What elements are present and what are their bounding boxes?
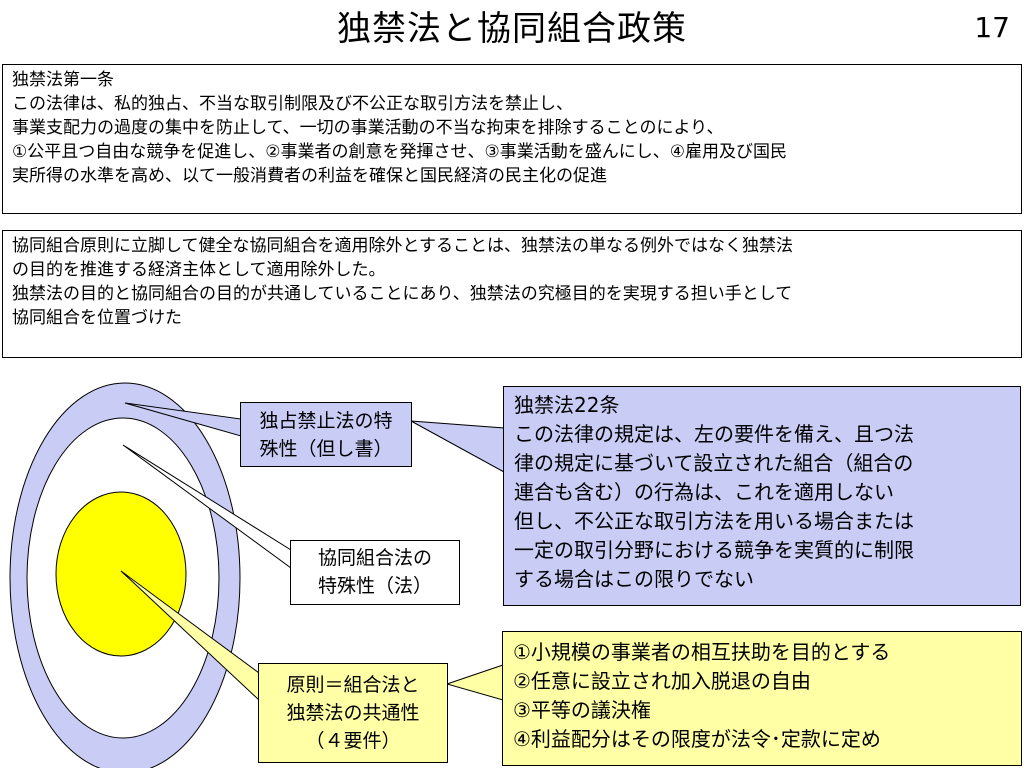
- article22-line: 但し、不公正な取引方法を用いる場合または: [514, 509, 914, 533]
- requirement-item: ②任意に設立され加入脱退の自由: [513, 669, 811, 693]
- article1-line: 事業支配力の過度の集中を防止して、一切の事業活動の不当な拘束を排除することのによ…: [12, 118, 724, 138]
- exemption-line: の目的を推進する経済主体として適用除外した。: [12, 260, 386, 280]
- callout-requirements-pointer: [445, 664, 504, 701]
- slide-title: 独禁法と協同組合政策: [337, 9, 687, 49]
- label-line: （４要件）: [305, 730, 401, 752]
- exemption-line: 協同組合を位置づけた: [12, 308, 182, 328]
- article22-line: この法律の規定は、左の要件を備え、且つ法: [514, 422, 914, 446]
- requirement-item: ③平等の議決権: [513, 698, 651, 722]
- core-circle: [55, 491, 187, 657]
- article22-heading: 独禁法22条: [514, 393, 620, 417]
- article1-heading: 独禁法第一条: [12, 70, 114, 90]
- article1-line: この法律は、私的独占、不当な取引制限及び不公正な取引方法を禁止し、: [12, 94, 573, 114]
- label-line: 殊性（但し書）: [259, 438, 393, 460]
- requirement-item: ①小規模の事業者の相互扶助を目的とする: [513, 640, 891, 664]
- label-line: 特殊性（法）: [317, 575, 432, 597]
- exemption-line: 協同組合原則に立脚して健全な協同組合を適用除外とすることは、独禁法の単なる例外で…: [12, 236, 793, 256]
- callout-22-pointer: [410, 420, 505, 473]
- article22-line: する場合はこの限りでない: [514, 567, 754, 591]
- antimonopoly-article1-box: 独禁法第一条 この法律は、私的独占、不当な取引制限及び不公正な取引方法を禁止し、…: [2, 64, 1022, 214]
- requirement-item: ④利益配分はその限度が法令･定款に定め: [513, 727, 881, 751]
- article22-line: 律の規定に基づいて設立された組合（組合の: [514, 451, 914, 475]
- label-line: 原則＝組合法と: [286, 674, 420, 696]
- article22-callout: 独禁法22条 この法律の規定は、左の要件を備え、且つ法 律の規定に基づいて設立さ…: [503, 386, 1021, 606]
- page-number: 17: [974, 11, 1010, 44]
- four-requirements-callout: ①小規模の事業者の相互扶助を目的とする ②任意に設立され加入脱退の自由 ③平等の…: [502, 631, 1022, 766]
- cooperative-law-label: 協同組合法の 特殊性（法）: [290, 540, 460, 605]
- article22-line: 一定の取引分野における競争を実質的に制限: [514, 538, 914, 562]
- cooperative-exemption-box: 協同組合原則に立脚して健全な協同組合を適用除外とすることは、独禁法の単なる例外で…: [2, 230, 1022, 358]
- article22-line: 連合も含む）の行為は、これを適用しない: [514, 480, 894, 504]
- label-line: 独禁法の共通性: [286, 702, 420, 724]
- label-line: 協同組合法の: [317, 547, 432, 569]
- article1-line: 実所得の水準を高め、以て一般消費者の利益を確保と国民経済の民主化の促進: [12, 166, 607, 186]
- antimonopoly-proviso-label: 独占禁止法の特 殊性（但し書）: [240, 402, 412, 467]
- exemption-line: 独禁法の目的と協同組合の目的が共通していることにあり、独禁法の究極目的を実現する…: [12, 284, 793, 304]
- label-line: 独占禁止法の特: [259, 410, 393, 432]
- principle-label: 原則＝組合法と 独禁法の共通性 （４要件）: [258, 663, 448, 763]
- article1-line: ①公平且つ自由な競争を促進し、②事業者の創意を発揮させ、③事業活動を盛んにし、④…: [12, 142, 787, 162]
